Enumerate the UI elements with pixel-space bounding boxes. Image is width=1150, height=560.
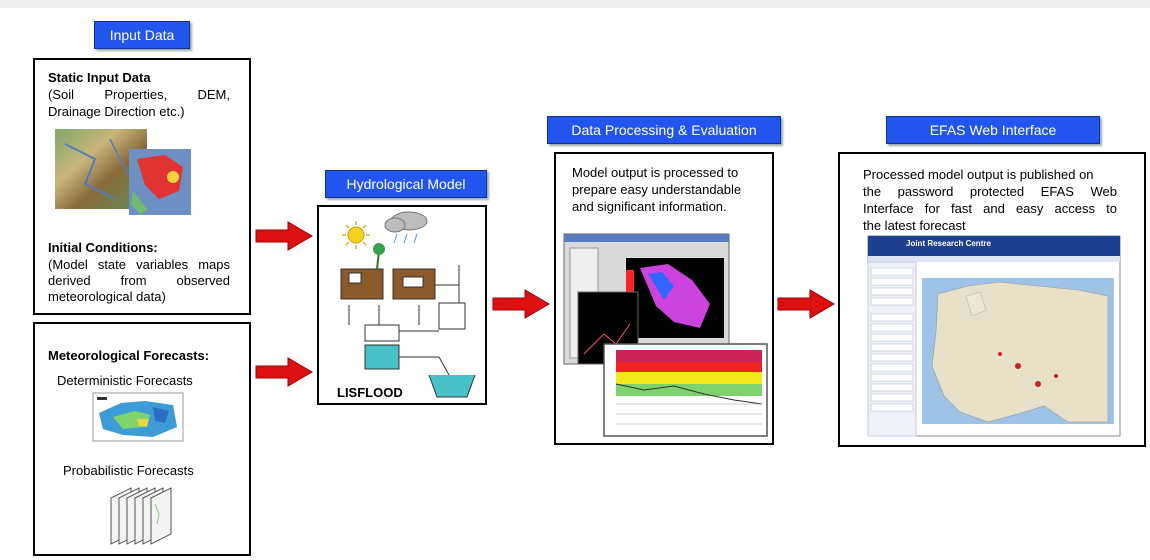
efas-line3: Interface for fast and easy access to <box>863 201 1117 216</box>
header-efas-web-interface: EFAS Web Interface <box>886 116 1100 144</box>
efas-line1: Processed model output is published on <box>863 167 1094 182</box>
arrow-processing-to-efas <box>777 289 835 319</box>
static-input-line2: Drainage Direction etc.) <box>48 104 185 119</box>
efas-website-screenshot <box>867 235 1121 437</box>
deterministic-forecast-map <box>92 392 184 442</box>
data-processing-box: Model output is processed to prepare eas… <box>554 152 774 445</box>
header-data-processing: Data Processing & Evaluation <box>547 116 781 144</box>
probabilistic-forecasts-label: Probabilistic Forecasts <box>63 463 194 478</box>
header-hydrological-model: Hydrological Model <box>325 170 487 198</box>
deterministic-forecasts-label: Deterministic Forecasts <box>57 373 193 388</box>
lisflood-schematic <box>340 211 476 398</box>
processing-line1: Model output is processed to <box>572 165 739 180</box>
header-input-data: Input Data <box>94 21 190 49</box>
static-input-title: Static Input Data <box>48 70 151 85</box>
probabilistic-forecast-ensemble-image <box>110 487 172 545</box>
top-shade <box>0 0 1150 8</box>
initial-conditions-title: Initial Conditions: <box>48 240 158 255</box>
efas-line4: the latest forecast <box>863 218 966 233</box>
static-input-maps-image <box>55 129 191 215</box>
initial-conditions-line2: derived from observed <box>48 273 230 288</box>
arrow-forecast-to-model <box>255 357 313 387</box>
meteorological-forecasts-title: Meteorological Forecasts: <box>48 348 210 363</box>
initial-conditions-line3: meteorological data) <box>48 289 166 304</box>
initial-conditions-line1: (Model state variables maps <box>48 257 230 272</box>
arrow-model-to-processing <box>492 289 550 319</box>
input-data-box: Static Input Data (Soil Properties, DEM,… <box>33 58 251 315</box>
lisflood-label: LISFLOOD <box>337 385 403 400</box>
static-input-line1: (Soil Properties, DEM, <box>48 87 230 102</box>
meteorological-forecasts-box: Meteorological Forecasts: Deterministic … <box>33 322 251 556</box>
efas-web-interface-box: Processed model output is published on t… <box>838 152 1146 447</box>
efas-site-title: Joint Research Centre <box>906 239 991 248</box>
arrow-input-to-model <box>255 221 313 251</box>
efas-line2: the password protected EFAS Web <box>863 184 1117 199</box>
processing-line3: and significant information. <box>572 199 727 214</box>
processing-screenshot <box>563 233 768 437</box>
processing-line2: prepare easy understandable <box>572 182 742 197</box>
hydrological-model-box: LISFLOOD <box>317 205 487 405</box>
